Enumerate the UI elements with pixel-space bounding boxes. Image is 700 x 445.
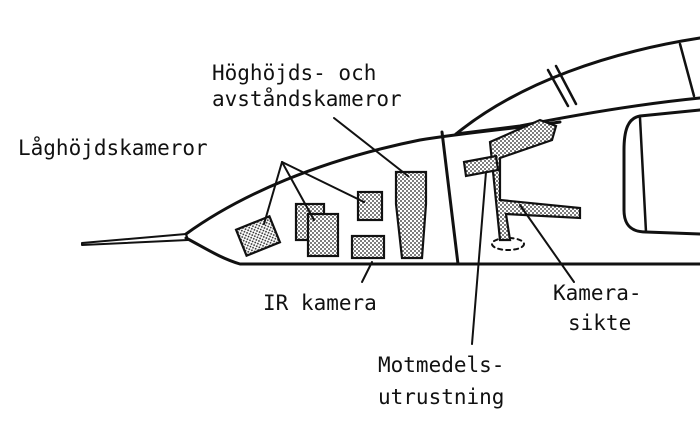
high-alt-camera-1: [356, 190, 384, 222]
leader-lines: [263, 117, 575, 345]
high-alt-camera-2: [394, 170, 428, 260]
label-countermeasure-2: utrustning: [378, 385, 504, 409]
fuselage-outline: [81, 36, 700, 266]
camera-sight: [488, 118, 582, 242]
ir-camera: [350, 234, 386, 260]
low-alt-camera-3: [306, 212, 340, 258]
label-high-alt-1: Höghöjds- och: [212, 61, 376, 85]
label-low-alt: Låghöjdskameror: [18, 135, 208, 160]
countermeasure-unit: [462, 154, 500, 178]
label-camera-sight-2: sikte: [568, 311, 631, 335]
low-alt-camera-1: [234, 214, 282, 258]
equipment: [234, 118, 582, 260]
label-countermeasure-1: Motmedels-: [378, 353, 504, 377]
label-camera-sight-1: Kamera-: [553, 281, 642, 305]
label-high-alt-2: avståndskameror: [212, 86, 402, 111]
label-ir-camera: IR kamera: [263, 291, 377, 315]
